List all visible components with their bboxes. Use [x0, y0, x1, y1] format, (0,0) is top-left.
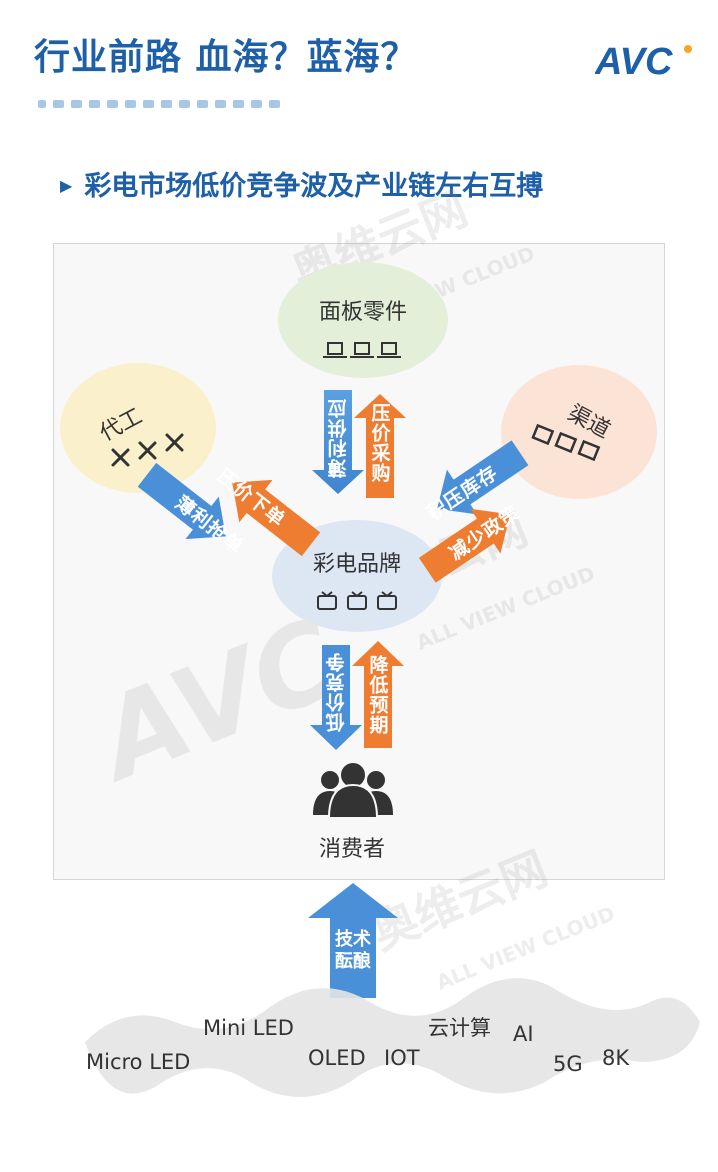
- svg-text:AVC: AVC: [74, 594, 355, 807]
- arrow-lower-expectation: [352, 641, 404, 748]
- title-underline-dashes: [38, 100, 280, 108]
- tech-item: Mini LED: [203, 1016, 294, 1040]
- arrow-reduce-policy: [418, 508, 511, 583]
- page-title: 行业前路 血海？蓝海？: [34, 37, 418, 78]
- tech-arrow-label-line1: 技术: [335, 929, 371, 950]
- tech-item: 云计算: [428, 1016, 491, 1040]
- node-channel-bubble: [501, 365, 657, 499]
- label-pressure-purchase: 压价采购: [368, 403, 391, 483]
- wave-band: [85, 978, 700, 1097]
- arrow-low-price-compete: [310, 645, 362, 750]
- node-brand-label: 彩电品牌: [312, 552, 402, 577]
- people-icon: [313, 761, 393, 819]
- arrow-pressure-purchase: [354, 394, 406, 498]
- node-panel-parts-bubble: [278, 262, 448, 378]
- label-low-price-compete: 低价竞争: [325, 652, 348, 732]
- node-brand-bubble: [272, 520, 442, 632]
- shop-icons: [531, 423, 601, 462]
- subtitle-text: 彩电市场低价竞争波及产业链左右互搏: [84, 171, 544, 202]
- svg-text:AVC: AVC: [595, 41, 673, 80]
- tech-arrow-label: 技术 酝酿: [323, 929, 383, 973]
- tech-arrow-label-line2: 酝酿: [335, 951, 371, 972]
- label-thin-profit-supply: 薄利供应: [327, 398, 350, 478]
- arrow-pressure-order: [232, 479, 321, 557]
- tech-item: 5G: [553, 1052, 583, 1076]
- bullet-triangle-icon: ▶: [60, 176, 73, 195]
- tech-item: OLED: [308, 1046, 366, 1070]
- node-oem-bubble: [60, 363, 216, 493]
- tools-icons: [111, 433, 184, 467]
- tech-item: AI: [513, 1022, 534, 1046]
- arrow-thin-profit-supply: [312, 390, 364, 494]
- tech-item: Micro LED: [86, 1050, 191, 1074]
- arrow-thin-profit-grab: [137, 462, 226, 540]
- node-panel-parts-label: 面板零件: [318, 300, 408, 325]
- tech-item: IOT: [384, 1046, 420, 1070]
- laptop-icons: [323, 342, 401, 358]
- avc-logo: AVC: [595, 41, 692, 80]
- arrow-stock-pressure: [437, 440, 529, 515]
- section-subtitle: ▶ 彩电市场低价竞争波及产业链左右互搏: [60, 166, 543, 207]
- node-consumer-label: 消费者: [318, 837, 386, 862]
- label-lower-expectation: 降低预期: [366, 655, 389, 735]
- tv-icons: [317, 591, 397, 610]
- arrow-tech-brewing: [308, 883, 398, 998]
- tech-item: 8K: [602, 1046, 630, 1070]
